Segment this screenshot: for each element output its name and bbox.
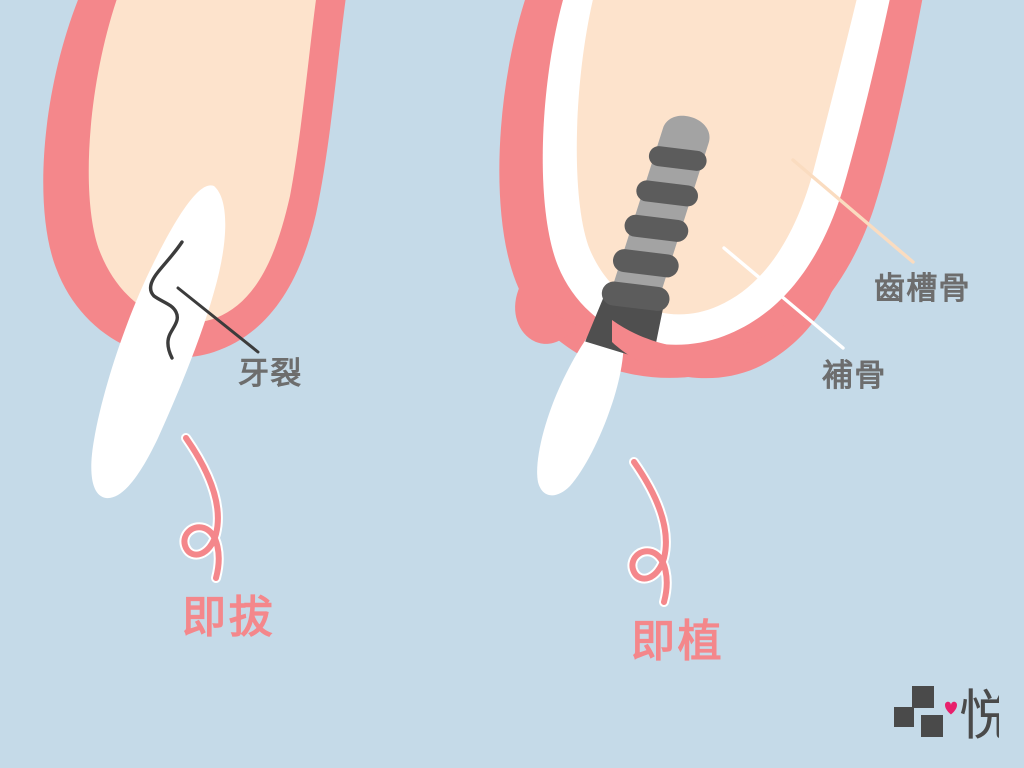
label-alveolar-bone: 齒槽骨	[874, 271, 971, 306]
label-tooth-crack: 牙裂	[238, 356, 303, 391]
logo-character: 悦	[959, 686, 999, 744]
right-jaw-group	[499, 0, 923, 378]
right-flow-arrow	[627, 457, 672, 607]
logo-heart-icon	[945, 701, 957, 715]
dental-implant	[585, 115, 710, 362]
logo-square-top	[912, 686, 934, 708]
right-gum-overlap	[515, 286, 580, 344]
logo-square-left	[894, 707, 914, 727]
left-flow-arrow	[179, 433, 224, 583]
crack-leader-line	[176, 286, 260, 354]
alveolar-bone-leader-line	[791, 158, 915, 264]
logo-square-bottom	[921, 715, 943, 737]
right-gum-overlap-2	[612, 262, 842, 379]
left-extracted-tooth	[91, 185, 226, 499]
caption-immediate-extraction: 即拔	[182, 593, 276, 642]
left-jaw-group	[43, 0, 346, 358]
left-tooth-crack-line	[148, 240, 184, 360]
brand-logo: 悦	[894, 686, 999, 744]
implant-threads	[601, 146, 707, 311]
caption-immediate-implant: 即植	[631, 617, 725, 666]
left-alveolar-bone	[88, 0, 316, 323]
bone-graft-leader-line	[722, 246, 845, 350]
right-extracted-tooth	[537, 314, 624, 496]
left-extracted-tooth-group	[91, 185, 226, 499]
label-bone-graft: 補骨	[822, 358, 887, 393]
